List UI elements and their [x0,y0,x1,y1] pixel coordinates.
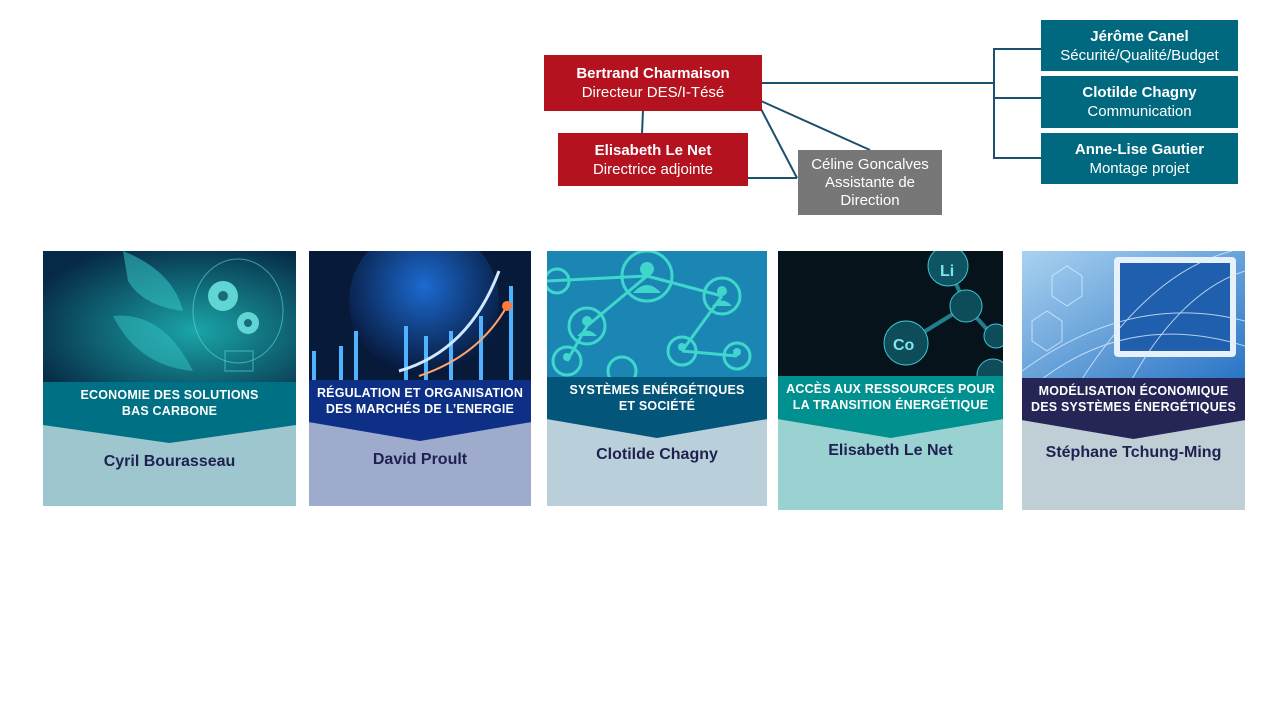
unit-title-line2: LA TRANSITION ÉNERGÉTIQUE [792,398,989,412]
staff-box-communication: Clotilde Chagny Communication [1041,76,1238,128]
unit-lead-name: Stéphane Tchung-Ming [1045,444,1222,461]
unit-title-line2: DES SYSTÈMES ÉNERGÉTIQUES [1030,399,1237,414]
lithium-label: Li [940,263,954,280]
staff-box-security: Jérôme Canel Sécurité/Qualité/Budget [1041,20,1238,71]
connector-director-assistant-a [760,100,871,151]
org-connectors [641,48,1041,179]
unit-title-line2: ET SOCIÉTÉ [618,398,696,413]
chevron-down-shape [778,417,1003,438]
staff-box-project: Anne-Lise Gautier Montage projet [1041,133,1238,184]
connector-director-assistant-b [760,108,798,179]
staff-role: Sécurité/Qualité/Budget [1060,46,1219,64]
monitor-globe-grid-image [1022,251,1245,379]
cobalt-label: Co [893,337,915,354]
chevron-down-shape [43,423,296,443]
unit-title-line1: SYSTÈMES ENÉRGÉTIQUES [569,382,745,397]
staff-role: Communication [1087,103,1192,120]
lightbulb-gears-leaves-image [43,251,296,384]
unit-title-band: ACCÈS AUX RESSOURCES POUR LA TRANSITION É… [778,376,1003,418]
director-name: Bertrand Charmaison [576,65,730,82]
molecules-li-co-image: Li Co [778,251,1003,377]
unit-card-low-carbon: ECONOMIE DES SOLUTIONS BAS CARBONE Cyril … [43,251,296,506]
deputy-name: Elisabeth Le Net [594,141,712,159]
assistant-role-line2: Direction [840,191,900,209]
connector-staff-bracket [993,48,1041,159]
unit-lead-name: Cyril Bourasseau [103,453,236,470]
unit-title-band: ECONOMIE DES SOLUTIONS BAS CARBONE [43,382,296,424]
assistant-name: Céline Goncalves [811,155,929,173]
unit-lead-name: David Proult [372,451,468,468]
director-box: Bertrand Charmaison Directeur DES/I-Tésé [544,55,762,111]
staff-name: Clotilde Chagny [1082,84,1197,101]
globe-rising-arrows-image [309,251,531,381]
staff-name: Anne-Lise Gautier [1074,140,1205,158]
unit-lead-name: Elisabeth Le Net [828,442,953,459]
unit-title-line2: DES MARCHÉS DE L’ENERGIE [325,401,515,416]
unit-title-line1: ACCÈS AUX RESSOURCES POUR [786,382,995,396]
director-role: Directeur DES/I-Tésé [581,84,725,101]
staff-role: Montage projet [1089,159,1190,177]
connector-director-deputy [641,109,644,135]
unit-title-line1: MODÉLISATION ÉCONOMIQUE [1038,383,1229,398]
chevron-down-shape [309,420,531,441]
people-network-image [547,251,767,378]
chevron-down-shape [1022,418,1245,439]
unit-title-line1: RÉGULATION ET ORGANISATION [316,385,524,400]
unit-title-line1: ECONOMIE DES SOLUTIONS [80,388,259,402]
assistant-box: Céline Goncalves Assistante de Direction [798,150,942,215]
deputy-role: Directrice adjointe [592,160,714,178]
assistant-role-line1: Assistante de [824,173,916,191]
unit-card-resources-access: Li Co ACCÈS AUX RESSOURCES POUR LA TRANSI… [778,251,1003,510]
unit-lead-name: Clotilde Chagny [596,446,718,463]
staff-name: Jérôme Canel [1090,27,1189,45]
deputy-box: Elisabeth Le Net Directrice adjointe [558,133,748,186]
unit-title-line2: BAS CARBONE [121,404,218,418]
chevron-down-shape [547,417,767,438]
